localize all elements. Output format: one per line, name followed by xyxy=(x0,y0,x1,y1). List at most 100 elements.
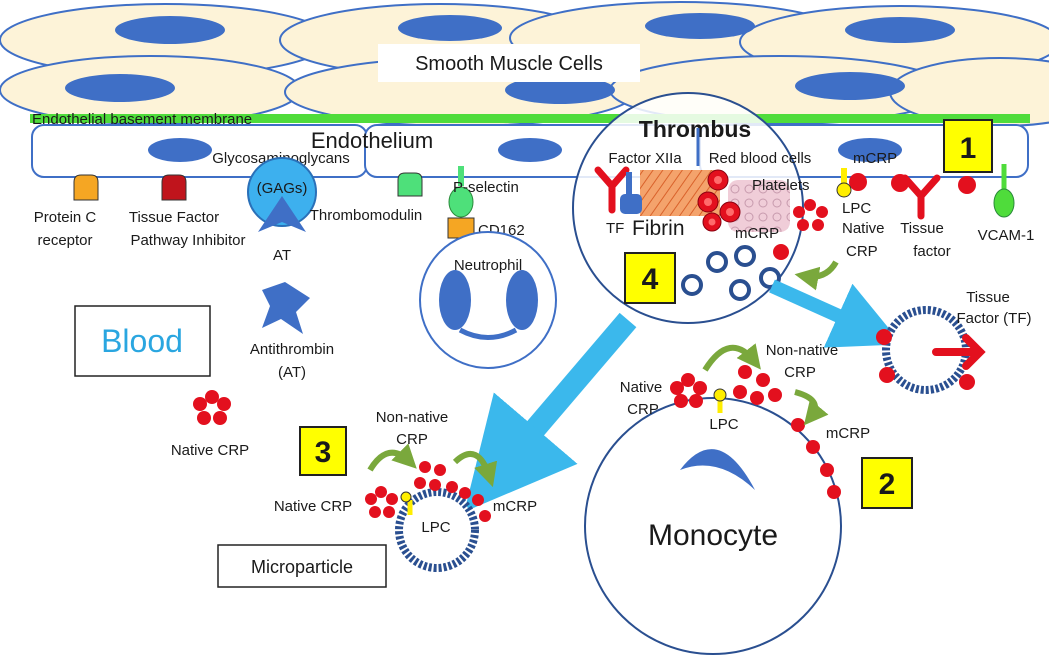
native-crp-micro-icon xyxy=(365,486,398,518)
step-1-number: 1 xyxy=(960,132,977,165)
thrombomodulin-icon xyxy=(397,172,423,197)
lpc-mono-label: LPC xyxy=(709,416,738,433)
p-selectin-icon xyxy=(448,186,474,218)
neutrophil-nucleus-bridge xyxy=(458,327,518,340)
antithrombin-free-icon xyxy=(262,282,310,334)
mcrp-top-dot xyxy=(849,173,867,191)
nonnative-mono-label-1: Non-native xyxy=(766,342,839,359)
monocyte-cell xyxy=(584,397,842,655)
protein-c-receptor-icon xyxy=(73,174,99,201)
basement-membrane xyxy=(30,114,1030,123)
mcrp-top-label: mCRP xyxy=(853,150,897,167)
platelet-aggregate xyxy=(728,180,790,232)
neutrophil-label: Neutrophil xyxy=(454,257,522,274)
step-4-number: 4 xyxy=(642,263,659,296)
native-top-label-2: CRP xyxy=(846,243,878,260)
tf-thrombus-label: TF xyxy=(606,220,624,237)
thrombus-microparticles xyxy=(681,245,781,301)
at-label: AT xyxy=(273,247,291,264)
step-3-number: 3 xyxy=(315,436,332,469)
lpc-micro-label: LPC xyxy=(421,519,450,536)
tf-microparticle-icon xyxy=(932,334,986,370)
tissue-factor-label-1: Tissue xyxy=(900,220,944,237)
neutrophil-cell xyxy=(419,231,557,369)
mcrp-dot xyxy=(959,374,975,390)
nonnative-crp-micro-icon xyxy=(414,461,491,522)
microparticle-label-box xyxy=(217,544,387,588)
step-2-badge xyxy=(861,457,913,509)
red-blood-cells-label: Red blood cells xyxy=(709,150,812,167)
neutrophil-nucleus-lobe xyxy=(439,270,471,330)
endothelium-label: Endothelium xyxy=(311,128,433,153)
arrow-to-tf-microparticle xyxy=(769,279,902,348)
lpc-micro-icon xyxy=(400,491,412,503)
native-crp-free-label: Native CRP xyxy=(171,442,249,459)
antithrombin-label-1: Antithrombin xyxy=(250,341,334,358)
step-4-badge xyxy=(624,252,676,304)
vcam-label: VCAM-1 xyxy=(978,227,1035,244)
blood-label: Blood xyxy=(101,323,183,359)
smooth-muscle-label: Smooth Muscle Cells xyxy=(415,53,603,75)
lpc-mono-icon xyxy=(713,388,727,402)
mcrp-dot xyxy=(820,463,834,477)
mcrp-top-dot xyxy=(958,176,976,194)
mcrp-dot xyxy=(791,418,805,432)
red-blood-cells xyxy=(697,169,741,232)
tf-micro-label-2: Factor (TF) xyxy=(957,310,1032,327)
platelets-label: Platelets xyxy=(752,177,810,194)
tf-thrombus-icon xyxy=(594,166,630,214)
lpc-top-icon xyxy=(836,182,852,198)
gags-icon xyxy=(247,157,317,227)
vcam-icon xyxy=(993,188,1015,218)
mcrp-micro-label: mCRP xyxy=(493,498,537,515)
tfpi-label-2: Pathway Inhibitor xyxy=(130,232,245,249)
mcrp-mono-label: mCRP xyxy=(826,425,870,442)
tissue-factor-label-2: factor xyxy=(913,243,951,260)
mcrp-dot xyxy=(806,440,820,454)
native-mono-label-1: Native xyxy=(620,379,663,396)
factor-xiia-label: Factor XIIa xyxy=(608,150,682,167)
basement-membrane-label: Endothelial basement membrane xyxy=(32,111,252,128)
fibrin-label: Fibrin xyxy=(632,217,685,240)
monocyte-nucleus xyxy=(680,449,755,490)
conversion-arrow-micro-2 xyxy=(452,450,498,488)
conversion-arrow-mono-2 xyxy=(794,389,829,426)
thrombus-label: Thrombus xyxy=(639,116,751,142)
microparticle-label: Microparticle xyxy=(251,557,353,577)
nonnative-crp-monocyte-icon xyxy=(733,365,782,405)
factor-xiia-icon xyxy=(620,194,642,214)
protein-c-label-1: Protein C xyxy=(34,209,97,226)
step-1-badge xyxy=(943,119,993,173)
neutrophil-nucleus-lobe xyxy=(506,270,538,330)
blood-label-box xyxy=(74,305,211,377)
antithrombin-label-2: (AT) xyxy=(278,364,306,381)
mcrp-dot xyxy=(876,329,892,345)
nonnative-micro-label-2: CRP xyxy=(396,431,428,448)
microparticle xyxy=(395,488,479,572)
native-top-label-1: Native xyxy=(842,220,885,237)
conversion-arrow-mono-1 xyxy=(702,343,761,372)
nonnative-mono-label-2: CRP xyxy=(784,364,816,381)
tfpi-icon xyxy=(161,174,187,201)
antithrombin-bound-icon xyxy=(258,196,306,232)
gags-label-2: (GAGs) xyxy=(257,180,308,197)
native-mono-label-2: CRP xyxy=(627,401,659,418)
smooth-muscle-label-box xyxy=(378,44,640,82)
nonnative-micro-label-1: Non-native xyxy=(376,409,449,426)
arrow-to-microparticle xyxy=(464,312,637,512)
native-crp-monocyte-icon xyxy=(670,373,707,408)
mcrp-dot xyxy=(827,485,841,499)
step-2-number: 2 xyxy=(879,468,896,501)
tissue-factor-icon xyxy=(901,174,941,220)
native-crp-thrombus-icon xyxy=(793,199,828,231)
conversion-arrow-top xyxy=(794,260,839,291)
step-3-badge xyxy=(299,426,347,476)
mcrp-dot xyxy=(879,367,895,383)
p-selectin-label: P-selectin xyxy=(453,179,519,196)
native-crp-free-icon xyxy=(193,390,231,425)
tf-micro-label-1: Tissue xyxy=(966,289,1010,306)
mcrp-thrombus-dot xyxy=(773,244,789,260)
conversion-arrow-micro-1 xyxy=(367,443,417,472)
protein-c-label-2: receptor xyxy=(37,232,92,249)
